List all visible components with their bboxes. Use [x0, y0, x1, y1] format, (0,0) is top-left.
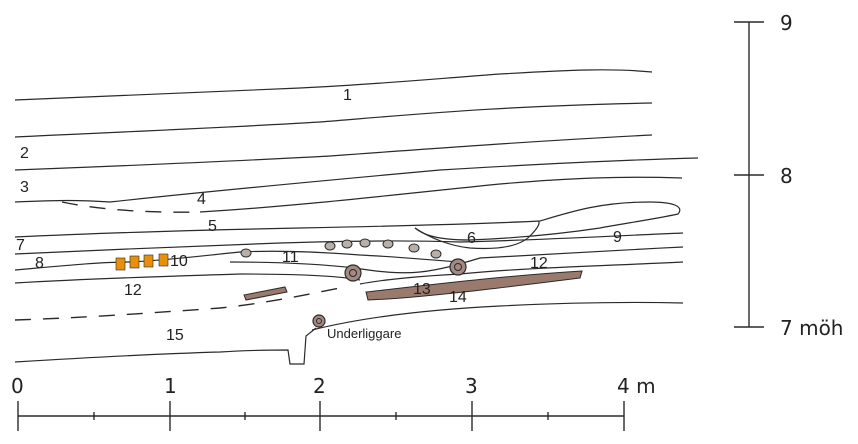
layer-label: 4 — [197, 191, 206, 208]
boundary-2-3 — [14, 134, 653, 171]
boundary-7-8 — [14, 232, 684, 255]
stone — [324, 241, 336, 251]
boundary-4-5-dashed — [61, 201, 201, 213]
brick — [158, 253, 169, 267]
underliggare-label: Underliggare — [327, 326, 401, 341]
horizontal-scale-label: 1 — [164, 374, 177, 398]
vertical-scale-label: 7 möh — [780, 316, 843, 340]
layer-label: 9 — [613, 229, 622, 246]
underliggare-post — [312, 314, 326, 328]
layer-labels: 1 2 3 4 5 6 7 8 9 10 11 12 12 13 14 15 U… — [16, 87, 622, 344]
layer-label: 7 — [16, 237, 25, 254]
brick — [129, 255, 140, 269]
horizontal-scale-label: 4 m — [617, 374, 656, 398]
stone — [341, 239, 353, 249]
post — [344, 264, 362, 282]
post-core — [454, 263, 462, 271]
stone — [382, 239, 394, 249]
horizontal-scale-label: 0 — [11, 374, 24, 398]
layer-label: 6 — [467, 230, 476, 247]
layer-label: 11 — [282, 249, 299, 266]
stone — [240, 248, 252, 258]
boundary-11-12 — [229, 246, 684, 274]
layer-boundaries — [14, 69, 699, 365]
posts — [312, 258, 467, 328]
post-core — [316, 318, 322, 324]
layer-label: 8 — [35, 255, 44, 272]
post — [449, 258, 467, 276]
boundary-5-6 — [14, 201, 681, 241]
boundary-3-4 — [14, 157, 699, 203]
boundary-4-5 — [199, 176, 683, 213]
layer-label: 13 — [413, 281, 431, 298]
vertical-scale: 9 8 7 möh — [734, 11, 843, 340]
plank-14 — [365, 270, 583, 301]
post-core — [349, 269, 357, 277]
layer-label: 12 — [530, 255, 548, 272]
boundary-8-10 — [14, 250, 461, 271]
layer-label: 5 — [208, 218, 217, 235]
layer-label: 12 — [124, 282, 142, 299]
boundary-12-lower — [14, 273, 361, 284]
vertical-scale-label: 8 — [780, 164, 793, 188]
layer-label: 15 — [166, 327, 184, 344]
layer-label: 10 — [170, 253, 188, 270]
boundary-top — [14, 69, 653, 101]
layer-label: 14 — [449, 289, 467, 306]
stone — [359, 238, 371, 248]
brick — [143, 254, 154, 268]
plank-small — [243, 286, 288, 301]
stone — [408, 243, 420, 253]
horizontal-scale-label: 3 — [465, 374, 478, 398]
boundary-15-dashed — [14, 287, 341, 321]
bricks — [115, 253, 169, 271]
timber — [243, 270, 583, 301]
boundary-1-2 — [14, 102, 653, 138]
brick — [115, 257, 126, 271]
boundary-bottom — [14, 327, 317, 365]
stone — [430, 249, 442, 259]
layer-label: 3 — [20, 179, 29, 196]
boundary-13-15 — [311, 301, 684, 331]
layer-label: 1 — [343, 87, 352, 104]
horizontal-scale-label: 2 — [313, 374, 326, 398]
horizontal-scale: 0 1 2 3 4 m — [11, 374, 656, 431]
stones — [240, 238, 442, 259]
vertical-scale-label: 9 — [780, 11, 793, 35]
boundary-12-13 — [359, 261, 684, 285]
layer-label: 2 — [20, 145, 29, 162]
